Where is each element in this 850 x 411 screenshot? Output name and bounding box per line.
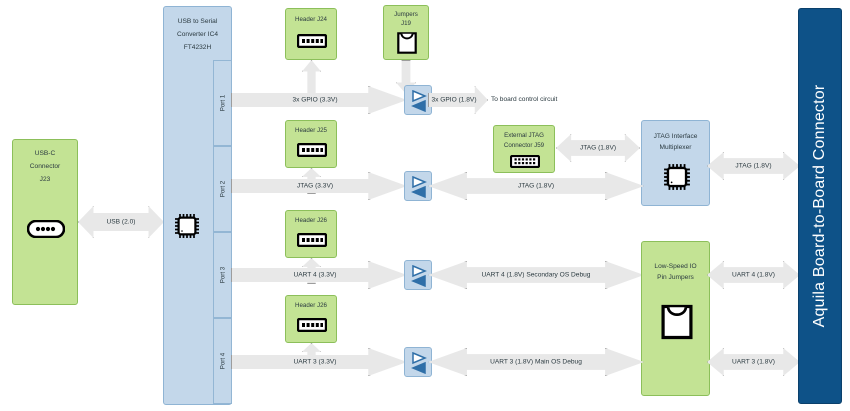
header-j24-block[interactable]: Header J24 [285, 8, 337, 60]
external-jtag-connector-j59-block[interactable]: External JTAG Connector J59 [493, 125, 555, 173]
port-3-label: Port 3 [219, 266, 226, 284]
jtag-1v8-mid-arrow [428, 172, 644, 200]
uart3-1v8-out-arrow [707, 348, 800, 376]
external-jtag-label-line2: Connector J59 [503, 142, 545, 149]
aquila-board-to-board-connector-block[interactable]: Aquila Board-to-Board Connector [798, 8, 842, 404]
jtag-mux-label-line2: Multiplexer [659, 144, 692, 151]
buffer-triangle-icon [410, 89, 428, 117]
uart4-1v8-out-arrow [707, 261, 800, 289]
buffer-triangle-icon [410, 264, 428, 292]
port-4-label: Port 4 [219, 352, 226, 370]
jumpers-j19-label-line2: J19 [401, 20, 411, 27]
pin-header-icon [296, 142, 328, 162]
header-j24-up-arrow [302, 60, 321, 94]
jtag-1v8-out-arrow [707, 152, 800, 180]
pin-header-icon [296, 232, 328, 252]
ft4232h-label-line1: USB to Serial [177, 18, 218, 25]
jumpers-j19-block[interactable]: Jumpers J19 [383, 5, 429, 60]
buffer-triangle-icon [410, 351, 428, 379]
level-shifter-port4[interactable] [404, 347, 432, 377]
gpio-1v8-arrow [428, 86, 488, 114]
low-speed-io-label-line1: Low-Speed IO [654, 263, 697, 270]
pin-header-icon [296, 317, 328, 337]
port-box-2[interactable]: Port 2 [213, 146, 232, 232]
usb-c-connector-block[interactable]: USB-C Connector J23 [12, 139, 78, 305]
header-j25-block[interactable]: Header J25 [285, 120, 337, 168]
header-j26-row3-block[interactable]: Header J26 [285, 210, 337, 258]
low-speed-io-label-line2: Pin Jumpers [657, 274, 694, 281]
ic-chip-icon [663, 163, 691, 196]
port-1-label: Port 1 [219, 94, 226, 112]
ic-chip-icon [174, 213, 200, 244]
external-jtag-label-line1: External JTAG [504, 132, 544, 139]
usb-c-label-line3: J23 [39, 176, 51, 183]
board-connector-label: Aquila Board-to-Board Connector [811, 84, 828, 328]
jtag-header-icon [509, 154, 541, 173]
header-j24-label: Header J24 [295, 16, 327, 23]
usb-c-label-line1: USB-C [34, 150, 56, 157]
port-2-label: Port 2 [219, 180, 226, 198]
level-shifter-port3[interactable] [404, 260, 432, 290]
jtag-1v8-external-arrow [556, 134, 640, 162]
jumper-shunt-icon [661, 304, 693, 345]
jtag-interface-multiplexer-block[interactable]: JTAG Interface Multiplexer [641, 120, 710, 206]
port-box-3[interactable]: Port 3 [213, 232, 232, 318]
jumpers-j19-label-line1: Jumpers [394, 11, 418, 18]
gpio-3v3-arrow [231, 86, 407, 114]
port-box-4[interactable]: Port 4 [213, 318, 232, 404]
header-j26-row4-label: Header J26 [295, 302, 327, 309]
uart3-3v3-arrow [231, 348, 407, 376]
level-shifter-port1[interactable] [404, 85, 432, 115]
usb-2-0-link-arrow [78, 206, 164, 238]
low-speed-io-pin-jumpers-block[interactable]: Low-Speed IO Pin Jumpers [641, 241, 710, 396]
jumper-shunt-icon [397, 32, 417, 59]
header-j26-row4-block[interactable]: Header J26 [285, 295, 337, 343]
header-j26-row3-label: Header J26 [295, 217, 327, 224]
ft4232h-label-line2: Converter IC4 [176, 31, 219, 38]
port-box-1[interactable]: Port 1 [213, 60, 232, 146]
ft4232h-label-line3: FT4232H [183, 44, 212, 51]
buffer-triangle-icon [410, 175, 428, 203]
pin-header-icon [296, 33, 328, 53]
usb-c-label-line2: Connector [29, 163, 61, 170]
uart4-1v8-debug-arrow [428, 261, 644, 289]
header-j25-label: Header J25 [295, 127, 327, 134]
uart3-1v8-debug-arrow [428, 348, 644, 376]
jtag-mux-label-line1: JTAG Interface [653, 133, 698, 140]
usb-c-connector-icon [26, 219, 66, 243]
to-board-control-circuit-text: To board control circuit [491, 96, 558, 103]
level-shifter-port2[interactable] [404, 171, 432, 201]
